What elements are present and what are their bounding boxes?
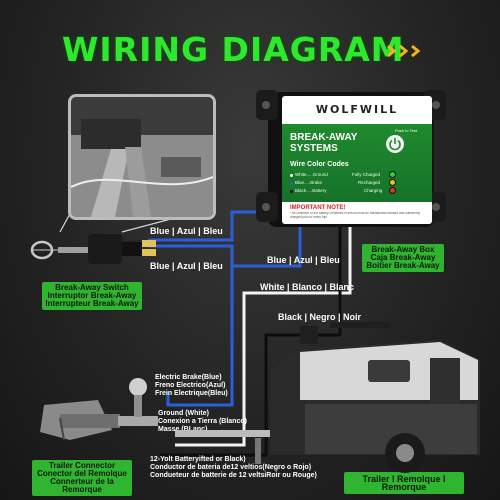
- caption-trailer-connector: Trailer Connector Conector del Remolque …: [32, 460, 132, 496]
- yellow-led-icon: [389, 179, 396, 186]
- wire-label-white: White | Blanco | Blanc: [260, 282, 355, 292]
- white-dot-icon: [290, 174, 293, 177]
- push-to-test-label: Push to Test: [395, 128, 417, 133]
- caption-break-away-switch: Break-Away Switch Interruptor Break-Away…: [42, 282, 142, 310]
- wire-codes-title: Wire Color Codes: [290, 161, 349, 168]
- note-battery: 12-Yolt Batteryifted or Black) Conductor…: [150, 456, 317, 479]
- wire-label-blue-right: Blue | Azul | Bleu: [267, 255, 340, 265]
- triple-chevron-icon: [387, 44, 421, 58]
- status-recharged: Recharged: [358, 180, 381, 185]
- black-dot-icon: [290, 190, 293, 193]
- blue-dot-icon: [290, 182, 293, 185]
- wire-label-black: Black | Negro | Noir: [278, 312, 362, 322]
- break-away-switch-device: [30, 234, 156, 264]
- page-title: WIRING DIAGRAM: [62, 30, 405, 69]
- break-away-box-label: WOLFWILL BREAK-AWAY SYSTEMS Push to Test…: [282, 96, 432, 224]
- wire-label-blue-left: Blue | Azul | Bleu: [150, 261, 223, 271]
- red-led-icon: [389, 187, 396, 194]
- brand-logo: WOLFWILL: [315, 103, 399, 116]
- important-note-text: The condition of the battery contained i…: [290, 212, 420, 219]
- box-green-panel: BREAK-AWAY SYSTEMS Push to Test Wire Col…: [282, 124, 432, 202]
- box-title-line2: SYSTEMS: [290, 143, 338, 154]
- power-icon: [389, 138, 401, 151]
- note-ground: Ground (White) Conexion a Tierra (Blanco…: [158, 410, 247, 433]
- caption-break-away-box: Break-Away Box Caja Break-Away Boitier B…: [362, 244, 444, 272]
- green-led-icon: [389, 171, 396, 178]
- status-charging: Charging: [364, 188, 383, 193]
- break-away-switch-photo: [68, 94, 216, 220]
- box-title-line1: BREAK-AWAY: [290, 132, 358, 143]
- important-note-heading: IMPORTANT NOTE!: [290, 205, 346, 211]
- push-to-test-button[interactable]: [386, 135, 404, 153]
- code-row-black: Black.....Battery: [295, 188, 327, 193]
- note-electric-brake: Electric Brake(Blue) Freno Electrico(Azu…: [155, 374, 228, 397]
- code-row-white: White.....Ground: [295, 172, 328, 177]
- code-row-blue: Blue.....Brake: [295, 180, 323, 185]
- wire-label-blue-top: Blue | Azul | Bleu: [150, 226, 223, 236]
- caption-trailer: Trailer I Remolque I Remorque: [344, 472, 464, 494]
- status-fully-charged: Fully Charged: [352, 172, 381, 177]
